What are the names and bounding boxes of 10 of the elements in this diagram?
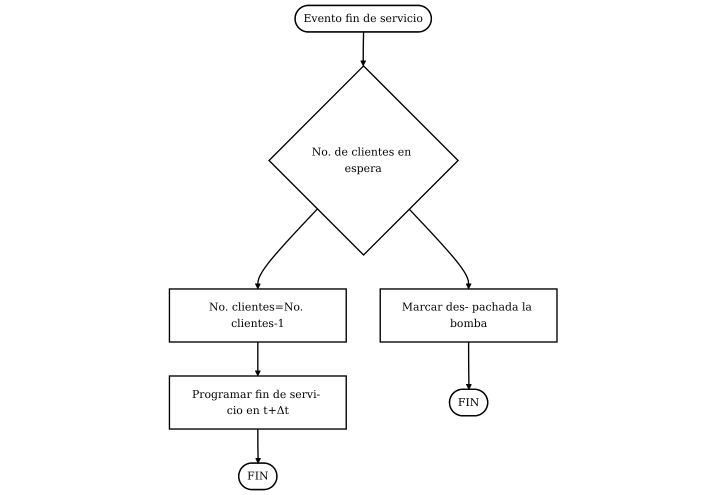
- arrow: [408, 208, 472, 290]
- arrow: [254, 429, 261, 464]
- arrow: [254, 342, 261, 376]
- arrow: [360, 32, 366, 66]
- node-box: Programar fin de servi- cio en t+Δt: [168, 375, 347, 430]
- node-box: Marcar des- pachada la bomba: [379, 288, 558, 343]
- arrow: [254, 208, 318, 290]
- node-diamond: No. de clientes en espera: [268, 65, 459, 256]
- node-box: No. clientes=No. clientes-1: [168, 288, 347, 343]
- arrow: [466, 342, 472, 390]
